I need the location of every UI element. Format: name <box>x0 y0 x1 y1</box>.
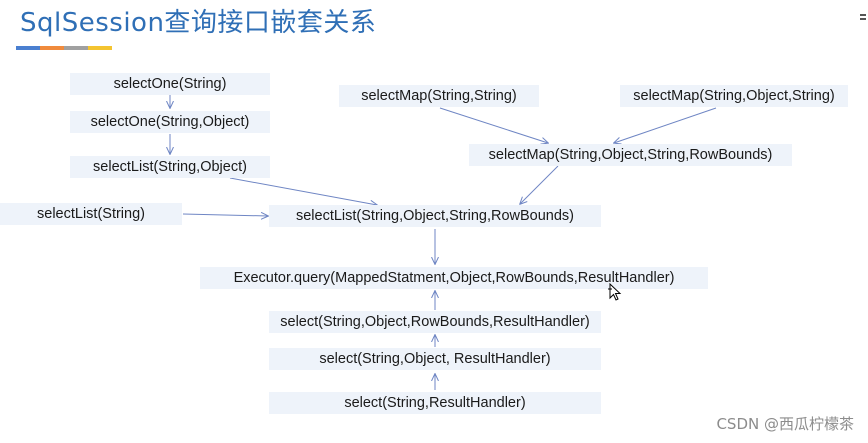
arrow-selectlist-object-to-selectlist-rowbounds <box>229 177 377 205</box>
arrow-selectmap-string-string-to-selectmap-rowbounds <box>439 107 548 143</box>
node-selectone-string-object: selectOne(String,Object) <box>70 111 270 133</box>
node-select-handler: select(String,ResultHandler) <box>269 392 601 414</box>
node-executor-query: Executor.query(MappedStatment,Object,Row… <box>200 267 708 289</box>
node-selectmap-rowbounds: selectMap(String,Object,String,RowBounds… <box>469 144 792 166</box>
arrow-selectlist-string-to-selectlist-rowbounds <box>182 214 268 216</box>
node-selectmap-string-object-string: selectMap(String,Object,String) <box>620 85 848 107</box>
arrow-selectmap-rowbounds-to-selectlist-rowbounds <box>520 165 559 204</box>
slide-title: SqlSession查询接口嵌套关系 <box>20 8 377 38</box>
title-accent-yellow <box>88 46 112 50</box>
title-accent-gray <box>64 46 88 50</box>
arrow-selectmap-string-object-string-to-selectmap-rowbounds <box>614 107 717 143</box>
node-selectlist-string-object: selectList(String,Object) <box>70 156 270 178</box>
menu-icon <box>860 14 866 16</box>
node-select-object-handler: select(String,Object, ResultHandler) <box>269 348 601 370</box>
title-accent-blue <box>16 46 40 50</box>
title-accent-orange <box>40 46 64 50</box>
node-selectone-string: selectOne(String) <box>70 73 270 95</box>
node-select-rowbounds-handler: select(String,Object,RowBounds,ResultHan… <box>269 311 601 333</box>
node-selectmap-string-string: selectMap(String,String) <box>339 85 539 107</box>
node-selectlist-string: selectList(String) <box>0 203 182 225</box>
node-selectlist-rowbounds: selectList(String,Object,String,RowBound… <box>269 205 601 227</box>
move-cursor-icon <box>608 283 622 301</box>
watermark: CSDN @西瓜柠檬茶 <box>716 415 854 433</box>
